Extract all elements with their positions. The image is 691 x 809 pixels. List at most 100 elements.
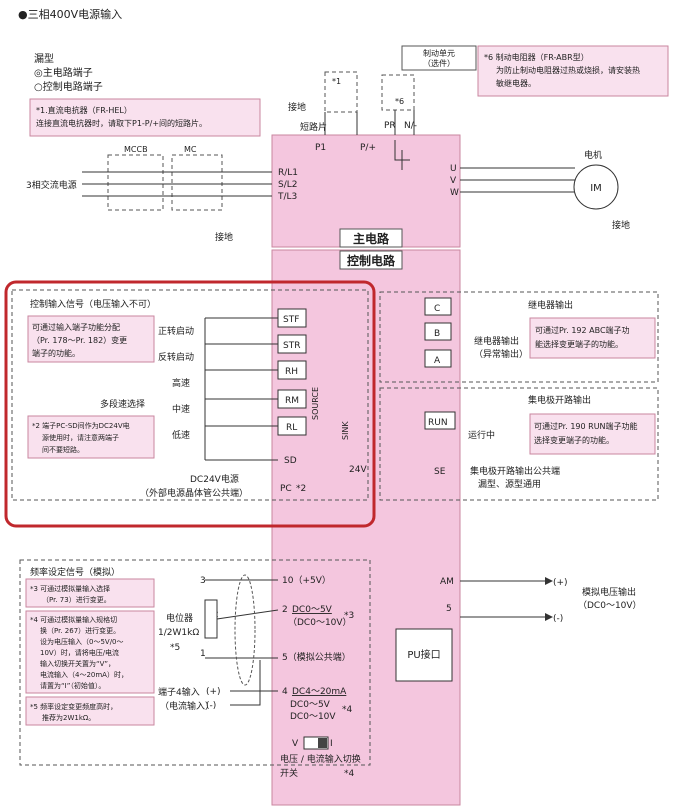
terminal-a: A (434, 356, 441, 366)
n4-line-2: 换（Pr. 267）进行变更。 (40, 626, 120, 635)
five-arrow-icon (545, 613, 553, 621)
ground-label-top: 接地 (288, 101, 306, 113)
main-circuit-label: 主电路 (353, 231, 390, 246)
terminal-s: S/L2 (278, 180, 298, 190)
dc24-label: DC24V电源 (190, 473, 239, 485)
input-switch-wiring (204, 317, 278, 461)
pu-connector-label: PU接口 (407, 648, 440, 661)
n5-line-2: 推荐为2W1kΩ。 (42, 713, 95, 722)
oc-output-title: 集电极开路输出 (528, 394, 591, 406)
terminal-10: 10（+5V） (282, 575, 331, 586)
note-dc-reactor (29, 98, 261, 137)
n4-line-6: 电流输入（4～20mA）时， (40, 670, 128, 679)
dc-reactor-dashed (324, 71, 358, 113)
n2-line-1: *2 端子PC-SD间作为DC24V电 (32, 421, 130, 430)
rev-start-label: 反转启动 (158, 351, 194, 363)
v24-label: 24V (349, 465, 367, 475)
analog-out-label: 模拟电压输出 (582, 586, 636, 598)
am-arrow-icon (545, 577, 553, 585)
func-note-2: （Pr. 178～Pr. 182）变更 (32, 335, 127, 345)
n2-line-3: 间不要短路。 (42, 445, 84, 454)
mid-speed-label: 中速 (172, 403, 190, 415)
terminal-se: SE (434, 467, 446, 477)
mccb-dashed (107, 154, 164, 211)
terminal-pc: PC (280, 484, 292, 494)
terminal-run: RUN (428, 418, 448, 428)
switch-label-sub: 开关 (280, 767, 298, 779)
terminal-stf: STF (283, 315, 299, 325)
dc24-sub-label: （外部电源晶体管公共端） (140, 487, 248, 499)
open-collector-dashed (379, 387, 659, 501)
mc-label: MC (184, 145, 197, 154)
terminal-p1: P1 (315, 143, 326, 153)
diagram-title: ●三相400V电源输入 (18, 7, 122, 21)
terminal-2-range-alt: （DC0～10V） (288, 617, 352, 628)
motor-symbol (573, 164, 619, 210)
pot-pin-3: 3 (200, 576, 206, 586)
relay-desc: 继电器输出 (474, 335, 519, 347)
terminal-2-star: *3 (344, 611, 354, 621)
star-6-label: *6 (395, 97, 404, 106)
n4-line-1: *4 可通过模拟量输入规格切 (30, 615, 117, 624)
terminal-4: 4 (282, 687, 288, 697)
terminal-2: 2 (282, 605, 288, 615)
n4-line-4: 10V）时，请将电压/电流 (40, 648, 119, 657)
terminal-pr: PR (384, 121, 396, 131)
func-note-1: 可通过输入端子功能分配 (32, 322, 120, 332)
note-6-line-3: 敏继电器。 (496, 78, 536, 88)
highlight-frame (4, 280, 376, 528)
switch-v-label: V (292, 739, 299, 749)
terminal-2-range: DC0～5V (292, 605, 333, 615)
legend-heading: 漏型 (34, 52, 54, 65)
pot-star: *5 (170, 643, 180, 653)
pot-label: 电位器 (166, 612, 193, 624)
switch-label: 电压 / 电流输入切换 (280, 753, 361, 765)
note-5 (25, 696, 155, 726)
main-circuit-label-box (339, 228, 403, 248)
terminal-rl: RL (286, 423, 297, 433)
high-speed-label: 高速 (172, 377, 190, 389)
freq-title: 频率设定信号（模拟） (30, 566, 120, 578)
terminal-v: V (450, 176, 457, 186)
n2-line-2: 源使用时，请注意两端子 (42, 433, 119, 442)
multi-speed-label: 多段速选择 (100, 398, 145, 410)
am-minus: (-) (553, 614, 563, 624)
terminal-w: W (450, 188, 459, 198)
terminal-p-plus: P/+ (360, 143, 376, 153)
note-3 (25, 578, 155, 608)
terminal-4-range-3: DC0～10V (290, 712, 336, 722)
note-6-line-2: 为防止制动电阻器过热或烧损，请安装热 (496, 65, 640, 75)
n5-line-1: *5 频率设定变更频度高时， (30, 702, 117, 711)
am-plus: (+) (553, 578, 568, 588)
relay-output-dashed (379, 291, 659, 383)
relay-note-2: 能选择变更端子的功能。 (535, 339, 623, 349)
analog-wiring (205, 579, 279, 706)
mc-dashed (171, 154, 223, 211)
t4-input-sub: （电流输入） (160, 700, 214, 712)
switch-star: *4 (344, 769, 355, 779)
terminal-pc-star: *2 (296, 484, 306, 494)
terminal-r: R/L1 (278, 168, 298, 178)
ground-label-left: 接地 (215, 231, 233, 243)
motor-im-label: IM (590, 183, 602, 194)
ground-label-motor: 接地 (612, 219, 630, 231)
t4-plus: (+) (206, 687, 221, 697)
terminal-t: T/L3 (277, 192, 297, 202)
sink-label: SINK (341, 421, 350, 440)
note-1-line-1: *1.直流电抗器（FR-HEL） (36, 105, 132, 115)
note-4 (25, 610, 155, 694)
main-circuit-panel (271, 134, 461, 248)
n3-line-2: （Pr. 73）进行变更。 (42, 595, 111, 604)
control-circuit-label: 控制电路 (347, 253, 396, 268)
terminal-4-star: *4 (342, 705, 353, 715)
legend-main-terminal: ◎主电路端子 (34, 66, 93, 79)
fwd-start-label: 正转启动 (158, 325, 194, 337)
control-input-dashed (11, 289, 369, 501)
terminal-u: U (450, 164, 457, 174)
brake-transistor-symbol (394, 140, 410, 170)
brake-unit-box (401, 45, 477, 71)
motor-label: 电机 (584, 149, 602, 161)
terminal-rh: RH (285, 367, 298, 377)
terminal-sd: SD (284, 456, 297, 466)
vi-switch-knob (318, 738, 327, 748)
